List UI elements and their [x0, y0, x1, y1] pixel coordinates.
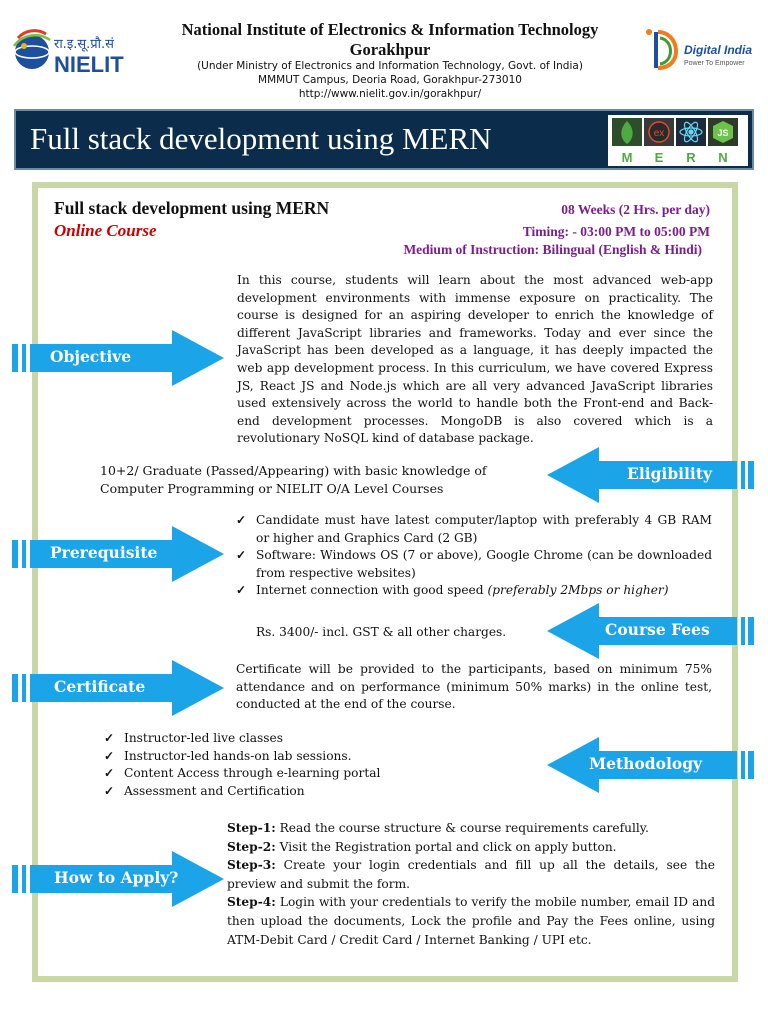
methodology-list: Instructor-led live classes Instructor-l…	[100, 730, 440, 800]
logo-brand-text: NIELIT	[54, 52, 124, 77]
apply-step: Step-1: Read the course structure & cour…	[227, 819, 715, 838]
ministry-line: (Under Ministry of Electronics and Infor…	[197, 60, 583, 72]
step-text: Create your login credentials and fill u…	[227, 858, 715, 891]
course-duration: 08 Weeks (2 Hrs. per day)	[561, 202, 710, 217]
prerequisite-label: Prerequisite	[50, 543, 158, 562]
course-title: Full stack development using MERN	[54, 198, 330, 218]
prerequisite-item: Software: Windows OS (7 or above), Googl…	[232, 547, 712, 582]
mern-letter-m: M	[622, 150, 633, 165]
campus-address: MMMUT Campus, Deoria Road, Gorakhpur-273…	[258, 74, 522, 86]
digital-india-logo: Digital India Power To Empower	[640, 24, 760, 76]
fees-label: Course Fees	[605, 620, 710, 639]
certificate-arrow: Certificate	[12, 660, 224, 716]
eligibility-arrow: Eligibility	[547, 447, 754, 503]
step-text: Visit the Registration portal and click …	[275, 839, 617, 854]
apply-step: Step-2: Visit the Registration portal an…	[227, 838, 715, 857]
mern-letter-e: E	[655, 150, 664, 165]
svg-text:JS: JS	[717, 128, 728, 138]
fees-arrow: Course Fees	[547, 603, 754, 659]
eligibility-line-1: 10+2/ Graduate (Passed/Appearing) with b…	[100, 463, 487, 478]
objective-label: Objective	[50, 347, 132, 366]
apply-arrow: How to Apply?	[12, 851, 224, 907]
certificate-label: Certificate	[54, 677, 146, 696]
nodejs-icon	[713, 121, 733, 143]
eligibility-label: Eligibility	[627, 464, 712, 483]
methodology-label: Methodology	[589, 754, 703, 773]
institute-url[interactable]: http://www.nielit.gov.in/gorakhpur/	[298, 88, 482, 100]
apply-step: Step-3: Create your login credentials an…	[227, 856, 715, 893]
methodology-arrow: Methodology	[547, 737, 754, 793]
course-timing: Timing: - 03:00 PM to 05:00 PM	[522, 224, 710, 239]
step-text: Login with your credentials to verify th…	[227, 895, 715, 947]
methodology-item: Instructor-led live classes	[100, 730, 440, 748]
methodology-item: Instructor-led hands-on lab sessions.	[100, 748, 440, 766]
step-number: Step-2:	[227, 839, 276, 854]
apply-label: How to Apply?	[54, 868, 179, 887]
institute-name: National Institute of Electronics & Info…	[181, 20, 599, 39]
express-icon	[648, 121, 670, 143]
course-banner: Full stack development using MERN ex JS …	[14, 109, 754, 170]
apply-step: Step-4: Login with your credentials to v…	[227, 893, 715, 949]
banner-title: Full stack development using MERN	[30, 121, 492, 156]
mern-letter-r: R	[686, 150, 696, 165]
react-icon	[679, 121, 703, 143]
prerequisite-arrow: Prerequisite	[12, 526, 224, 582]
prerequisite-item: Internet connection with good speed (pre…	[232, 582, 712, 600]
eligibility-line-2: Computer Programming or NIELIT O/A Level…	[100, 481, 444, 496]
nielit-logo: रा.इ.सू.प्रौ.सं NIELIT	[10, 22, 135, 80]
step-number: Step-3:	[227, 858, 276, 873]
apply-steps: Step-1: Read the course structure & cour…	[227, 819, 715, 949]
course-mode: Online Course	[54, 221, 157, 240]
mongodb-icon	[621, 121, 633, 144]
digital-india-tagline: Power To Empower	[684, 60, 745, 67]
certificate-text: Certificate will be provided to the part…	[236, 662, 712, 712]
eligibility-text: 10+2/ Graduate (Passed/Appearing) with b…	[100, 462, 487, 498]
methodology-item: Assessment and Certification	[100, 783, 440, 801]
course-medium: Medium of Instruction: Bilingual (Englis…	[403, 242, 702, 257]
step-number: Step-4:	[227, 895, 276, 910]
objective-arrow: Objective	[12, 330, 224, 386]
methodology-item: Content Access through e-learning portal	[100, 765, 440, 783]
fees-text: Rs. 3400/- incl. GST & all other charges…	[256, 625, 507, 639]
step-text: Read the course structure & course requi…	[275, 821, 649, 835]
step-number: Step-1:	[227, 821, 276, 835]
prerequisite-item-text: Internet connection with good speed	[256, 583, 488, 598]
svg-text:ex: ex	[654, 128, 665, 139]
digital-india-text: Digital India	[684, 43, 752, 57]
prerequisite-list: Candidate must have latest computer/lapt…	[232, 512, 712, 600]
prerequisite-item: Candidate must have latest computer/lapt…	[232, 512, 712, 547]
mern-letter-n: N	[718, 150, 727, 165]
speed-note: (preferably 2Mbps or higher)	[487, 583, 669, 598]
mern-logo: ex JS M E R N	[608, 115, 748, 166]
institute-city: Gorakhpur	[349, 40, 431, 59]
logo-hindi-text: रा.इ.सू.प्रौ.सं	[54, 36, 114, 52]
objective-text: In this course, students will learn abou…	[237, 273, 713, 446]
